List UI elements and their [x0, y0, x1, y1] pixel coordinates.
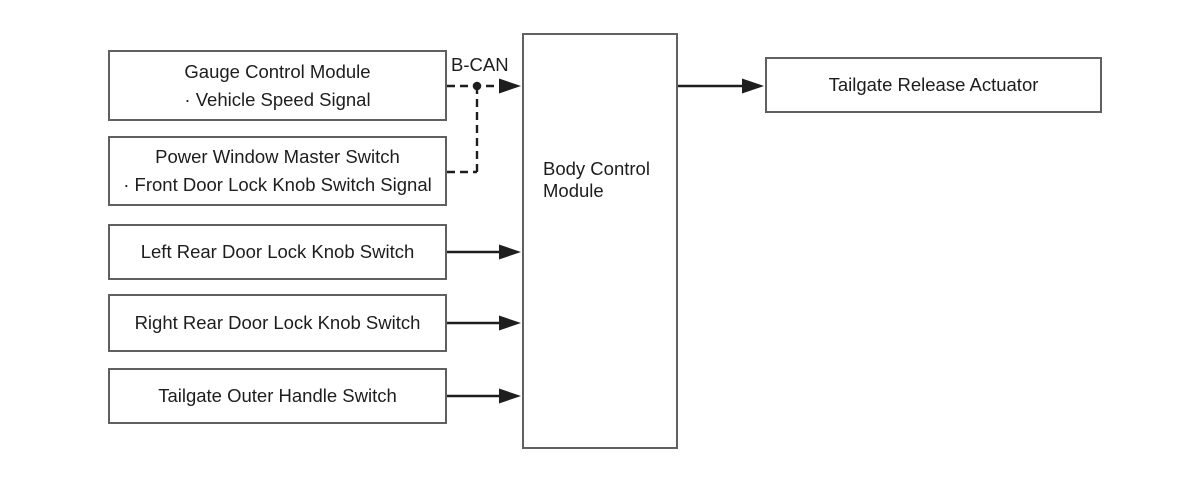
input-box-power-window-master-switch: Power Window Master Switch · Front Door … — [108, 136, 447, 206]
input-box-gauge-control-module: Gauge Control Module · Vehicle Speed Sig… — [108, 50, 447, 121]
wire-outer-handle-to-bcm — [447, 388, 521, 404]
arrowhead — [499, 388, 521, 404]
output-box-label: Tailgate Release Actuator — [828, 74, 1039, 95]
input-box-tailgate-outer-handle-switch: Tailgate Outer Handle Switch — [108, 368, 447, 424]
body-control-module-label: Body Control Module — [543, 158, 650, 201]
bus-label: B-CAN — [451, 54, 509, 75]
wire-right-rear-to-bcm — [447, 315, 521, 331]
input-box-title: Gauge Control Module — [184, 60, 371, 82]
body-control-module-box: Body Control Module — [522, 33, 678, 449]
input-box-title: Left Rear Door Lock Knob Switch — [140, 241, 415, 262]
input-box-title: Tailgate Outer Handle Switch — [158, 385, 397, 406]
input-box-signal: · Front Door Lock Knob Switch Signal — [123, 174, 432, 195]
input-box-right-rear-door-lock-knob-switch: Right Rear Door Lock Knob Switch — [108, 294, 447, 352]
input-box-label-block: Power Window Master Switch · Front Door … — [123, 143, 431, 199]
bcan-junction-dot — [472, 81, 482, 91]
bcan-dashed-wire — [447, 78, 521, 174]
arrowhead-bcan-to-bcm — [499, 78, 521, 94]
wire-bcm-to-actuator — [678, 78, 764, 94]
arrowhead — [499, 244, 521, 260]
input-box-title: Power Window Master Switch — [155, 146, 400, 167]
wire-left-rear-to-bcm — [447, 244, 521, 260]
input-box-left-rear-door-lock-knob-switch: Left Rear Door Lock Knob Switch — [108, 224, 447, 280]
input-box-signal: · Vehicle Speed Signal — [184, 88, 371, 110]
input-box-label-block: Gauge Control Module · Vehicle Speed Sig… — [184, 58, 370, 114]
input-box-title: Right Rear Door Lock Knob Switch — [134, 312, 421, 333]
arrowhead — [742, 78, 764, 94]
arrowhead — [499, 315, 521, 331]
output-box-tailgate-release-actuator: Tailgate Release Actuator — [765, 57, 1102, 113]
